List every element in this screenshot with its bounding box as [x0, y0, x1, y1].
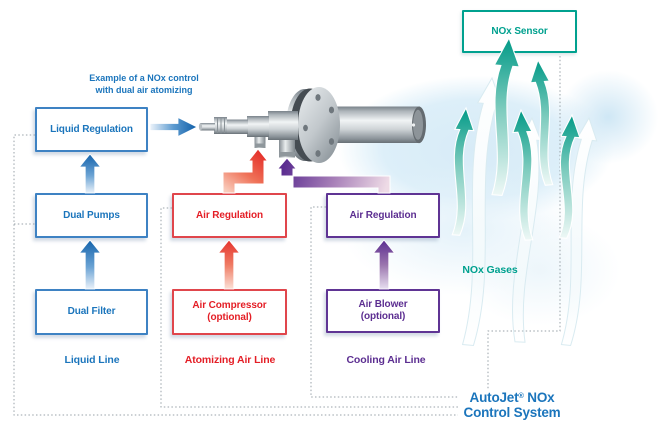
injector-barrel-highlight	[411, 123, 416, 127]
injector-body-front	[226, 119, 248, 134]
injector-body-rear	[268, 111, 298, 140]
nox-gas-arrow	[512, 108, 534, 241]
injector-flange-bolts	[303, 94, 335, 157]
spray-injector-illustration	[198, 87, 426, 163]
nox-gas-arrow	[529, 58, 554, 186]
box-liquid-regulation: Liquid Regulation	[35, 107, 148, 152]
box-air-regulation-cooling-label: Air Regulation	[349, 209, 417, 221]
box-air-compressor-label: Air Compressor	[192, 300, 267, 311]
liquid-filter-to-pumps-arrow	[78, 239, 102, 290]
box-nox-sensor-label: NOx Sensor	[491, 25, 548, 37]
title-line1-rest: NOx	[523, 390, 555, 405]
caption-line1: Example of a NOx control	[89, 73, 199, 83]
registered-trademark-symbol: ®	[518, 391, 524, 400]
blower-to-regulation-arrow	[372, 239, 396, 290]
injector-body-mid	[247, 116, 269, 137]
box-air-blower: Air Blower (optional)	[326, 289, 440, 333]
box-dual-pumps: Dual Pumps	[35, 193, 148, 238]
nox-gas-arrow	[558, 113, 581, 239]
box-liquid-regulation-label: Liquid Regulation	[50, 123, 133, 135]
white-plume-arrow	[560, 116, 598, 347]
white-plume-arrow	[461, 76, 503, 347]
injector-barrel-opening	[413, 109, 423, 140]
injector-flange-face	[298, 87, 340, 163]
box-dual-filter-label: Dual Filter	[67, 306, 116, 317]
cooling-air-step-arrow	[276, 157, 391, 194]
caption-example: Example of a NOx control with dual air a…	[84, 72, 204, 96]
injector-port-atomizing	[254, 132, 266, 148]
box-air-blower-label: Air Blower	[358, 299, 408, 310]
white-plume-arrow	[512, 116, 542, 343]
injector-port-atomizing-cap	[254, 143, 266, 148]
compressor-to-regulation-arrow	[217, 239, 241, 290]
box-air-compressor-sublabel: (optional)	[207, 312, 252, 323]
nox-gas-arrow	[491, 36, 521, 196]
box-dual-pumps-label: Dual Pumps	[63, 209, 120, 221]
caption-line2: with dual air atomizing	[95, 85, 193, 95]
box-air-compressor: Air Compressor (optional)	[172, 289, 287, 335]
box-air-regulation-cooling: Air Regulation	[326, 193, 440, 238]
box-air-regulation-atomizing: Air Regulation	[172, 193, 287, 238]
box-air-blower-sublabel: (optional)	[360, 311, 406, 322]
label-cooling-air-line: Cooling Air Line	[346, 354, 426, 366]
injector-barrel-end	[412, 106, 426, 144]
injector-tip-tube	[200, 123, 215, 131]
dotted-liquid-group	[13, 134, 458, 416]
liquid-feed-arrow	[149, 116, 198, 138]
title-line2: Control System	[463, 405, 561, 420]
box-dual-filter: Dual Filter	[35, 289, 148, 335]
title-autojet: AutoJet® NOx Control System	[437, 388, 587, 420]
label-atomizing-air-line: Atomizing Air Line	[184, 354, 276, 366]
title-line1-name: AutoJet	[469, 390, 519, 405]
injector-tip-end	[198, 123, 203, 131]
liquid-pumps-to-regulation-arrow	[78, 153, 102, 194]
injector-knurl-lines	[217, 117, 225, 134]
box-nox-sensor: NOx Sensor	[462, 10, 577, 53]
injector-flange-gap	[290, 88, 330, 162]
gas-plume-arrows	[451, 36, 581, 241]
injector-barrel	[334, 106, 420, 143]
label-liquid-line: Liquid Line	[64, 354, 120, 366]
box-air-regulation-atomizing-label: Air Regulation	[196, 209, 263, 221]
injector-flange-rim	[286, 89, 324, 161]
injector-port-cooling-cap	[279, 152, 295, 157]
nox-gas-arrow	[451, 106, 475, 236]
label-nox-gases: NOx Gases	[462, 264, 518, 276]
gas-plume-white-arrows	[461, 76, 598, 347]
injector-knurled-collar	[214, 117, 227, 134]
atomizing-air-step-arrow	[222, 148, 269, 194]
spray-cloud-right	[538, 52, 660, 182]
dotted-sensor-feedback	[487, 56, 561, 389]
injector-port-cooling	[279, 139, 295, 158]
